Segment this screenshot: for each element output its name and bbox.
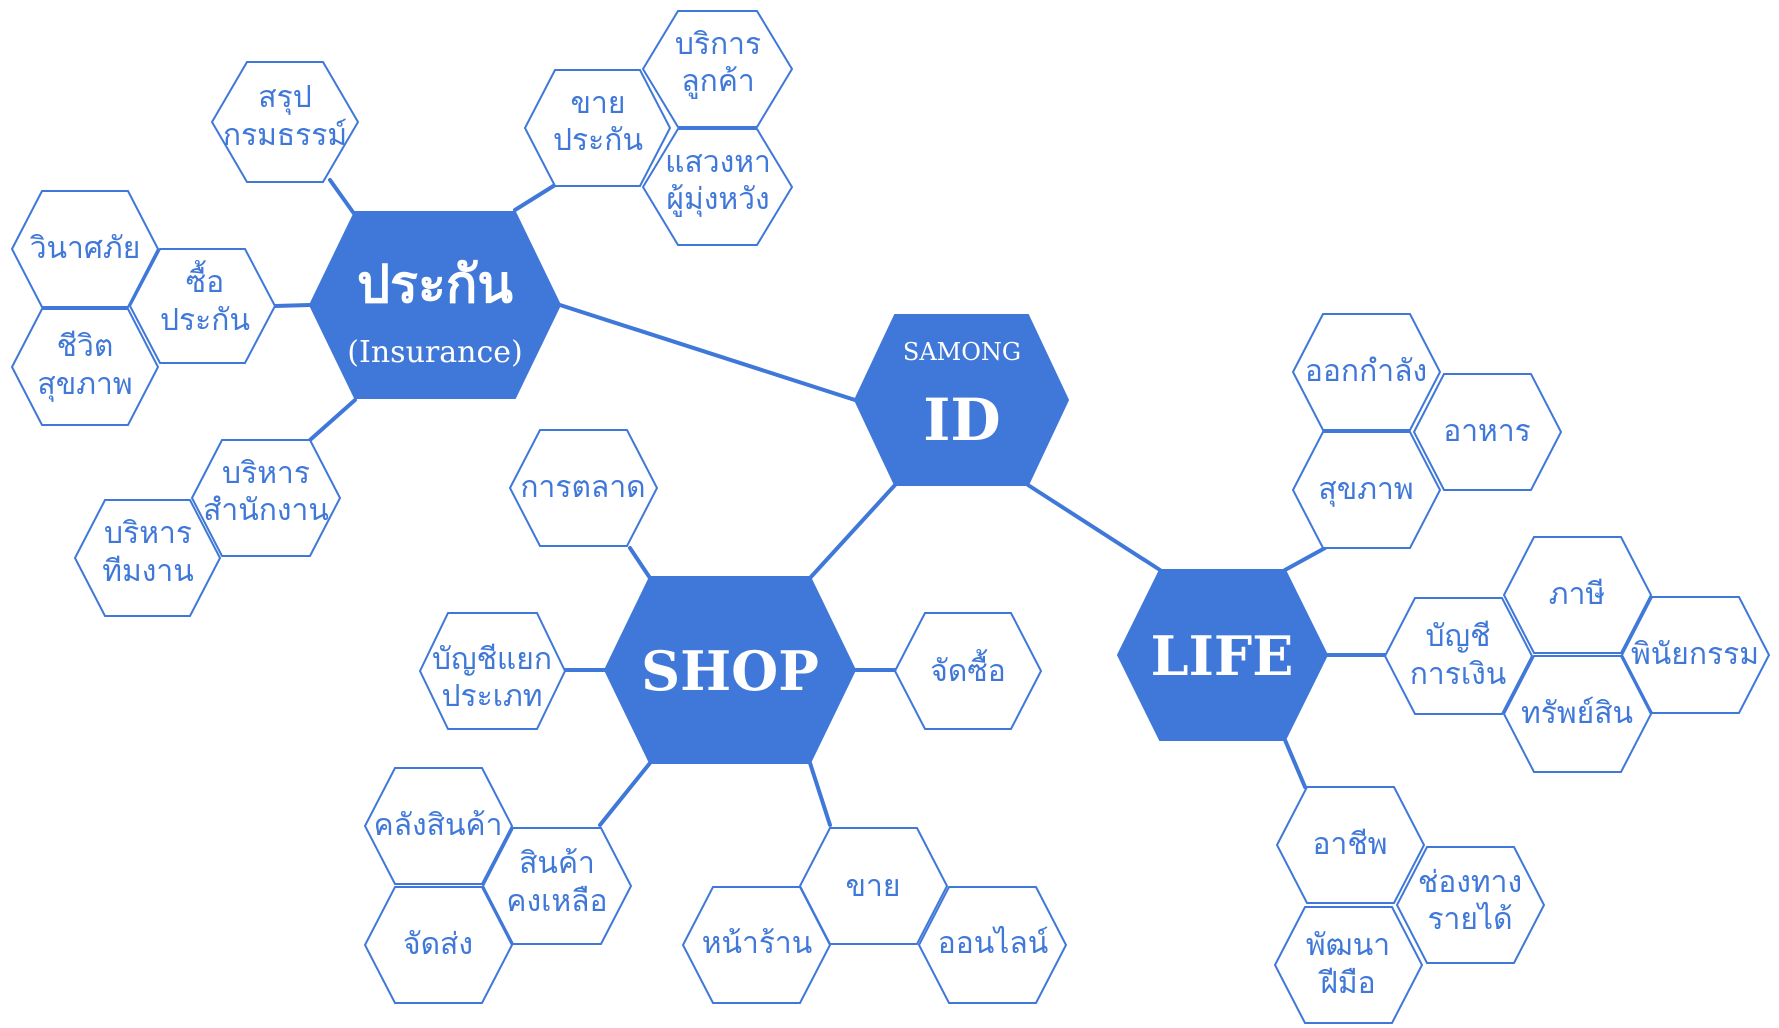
hex-shop-stock: สินค้า คงเหลือ — [481, 827, 633, 945]
hex-life-finance-line1: บัญชี — [1426, 620, 1491, 653]
connector-id-shop — [808, 483, 897, 580]
hex-insurance-team-admin: บริหาร ทีมงาน — [73, 499, 222, 617]
hex-shop-sell-label: ขาย — [846, 870, 901, 903]
hex-insurance-buy-line2: ประกัน — [160, 304, 250, 337]
hex-shop-accounts-line2: ประเภท — [441, 680, 542, 713]
connector-insurance-buy — [273, 303, 312, 308]
hex-shop-delivery: จัดส่ง — [363, 886, 514, 1004]
hex-insurance-buy: ซื้อ ประกัน — [128, 248, 277, 364]
hex-insurance-prospecting: แสวงหา ผู้มุ่งหวัง — [641, 128, 794, 246]
connector-shop-sell — [808, 761, 832, 827]
hex-life-career: อาชีพ — [1275, 786, 1426, 904]
hex-insurance-summary-line1: สรุป — [258, 81, 311, 116]
hex-life-tax-label: ภาษี — [1549, 578, 1605, 611]
hex-life-exercise: ออกกำลัง — [1291, 313, 1442, 431]
hex-shop-marketing: การตลาด — [508, 429, 659, 547]
hex-insurance-non-life: วินาศภัย — [10, 190, 160, 308]
hub-life: LIFE — [1116, 569, 1329, 741]
hex-shop-storefront: หน้าร้าน — [681, 886, 832, 1004]
hex-insurance-prospecting-line2: ผู้มุ่งหวัง — [666, 183, 769, 218]
hex-insurance-life-health-line2: สุขภาพ — [37, 368, 132, 403]
hub-life-main-label: LIFE — [1151, 624, 1294, 688]
hex-shop-stock-line1: สินค้า — [519, 847, 595, 880]
hex-shop-online-label: ออนไลน์ — [938, 925, 1049, 960]
hex-shop-warehouse-label: คลังสินค้า — [374, 809, 503, 842]
hex-life-food-label: อาหาร — [1443, 415, 1531, 448]
hub-insurance-sub-label: (Insurance) — [347, 335, 522, 370]
hex-insurance-customer-service-line1: บริการ — [675, 28, 761, 61]
hex-shop-accounts: บัญชีแยก ประเภท — [418, 612, 567, 730]
hex-insurance-summary: สรุป กรมธรรม์ — [210, 61, 360, 183]
hex-insurance-office-admin-line2: สำนักงาน — [203, 494, 329, 527]
hex-life-skills: พัฒนา ฝีมือ — [1273, 906, 1424, 1024]
hex-life-income-line2: รายได้ — [1427, 901, 1512, 936]
hex-life-assets-label: ทรัพย์สิน — [1521, 696, 1633, 730]
hub-id-top-label: SAMONG — [903, 338, 1021, 366]
hex-shop-marketing-label: การตลาด — [520, 471, 645, 504]
hex-life-career-label: อาชีพ — [1313, 828, 1388, 861]
hex-shop-stock-line2: คงเหลือ — [506, 885, 607, 918]
connector-insurance-summary — [328, 178, 357, 217]
hub-shop-main-label: SHOP — [641, 639, 819, 703]
hex-life-assets: ทรัพย์สิน — [1502, 655, 1653, 773]
hex-shop-storefront-label: หน้าร้าน — [702, 927, 813, 960]
hex-life-skills-line2: ฝีมือ — [1318, 967, 1376, 1000]
hex-life-finance: บัญชี การเงิน — [1383, 597, 1534, 715]
hub-id-main-label: ID — [923, 386, 1000, 454]
hex-insurance-team-admin-line2: ทีมงาน — [102, 555, 194, 588]
connector-id-insurance — [558, 303, 857, 402]
hex-insurance-sales-line2: ประกัน — [553, 124, 643, 157]
hex-insurance-office-admin-line1: บริหาร — [222, 457, 310, 490]
hex-life-will: พินัยกรรม — [1620, 596, 1771, 714]
hex-life-health: สุขภาพ — [1291, 431, 1442, 549]
connector-insurance-sales — [513, 183, 557, 212]
connector-life-career — [1283, 738, 1307, 789]
connector-shop-stock — [598, 761, 652, 827]
connector-life-health — [1283, 546, 1327, 572]
hex-insurance-summary-line2: กรมธรรม์ — [223, 118, 347, 152]
hex-shop-purchasing-label: จัดซื้อ — [930, 649, 1005, 688]
hex-life-will-label: พินัยกรรม — [1631, 638, 1759, 671]
hex-insurance-customer-service: บริการ ลูกค้า — [641, 10, 794, 128]
hex-life-income: ช่องทาง รายได้ — [1395, 846, 1546, 964]
hub-shop: SHOP — [603, 576, 857, 764]
hub-insurance: ประกัน (Insurance) — [308, 211, 562, 399]
hex-shop-sell: ขาย — [798, 827, 949, 945]
hex-life-exercise-label: ออกกำลัง — [1305, 355, 1427, 388]
hex-life-skills-line1: พัฒนา — [1306, 929, 1390, 962]
hex-shop-accounts-line1: บัญชีแยก — [432, 643, 552, 676]
hex-insurance-customer-service-line2: ลูกค้า — [681, 65, 754, 99]
hex-life-finance-line2: การเงิน — [1410, 658, 1507, 691]
hex-life-health-label: สุขภาพ — [1318, 473, 1413, 508]
hex-insurance-prospecting-line1: แสวงหา — [665, 146, 771, 179]
hex-insurance-life-health-line1: ชีวิต — [57, 330, 114, 363]
hex-life-tax: ภาษี — [1502, 536, 1653, 654]
hex-insurance-life-health: ชีวิต สุขภาพ — [10, 308, 160, 426]
hex-life-income-line1: ช่องทาง — [1418, 866, 1522, 899]
hex-insurance-sales-line1: ขาย — [571, 87, 626, 120]
hex-shop-online: ออนไลน์ — [917, 886, 1068, 1004]
hex-insurance-team-admin-line1: บริหาร — [104, 517, 192, 550]
hex-shop-delivery-label: จัดส่ง — [403, 928, 473, 961]
hex-shop-warehouse: คลังสินค้า — [363, 767, 514, 885]
hex-insurance-buy-line1: ซื้อ — [186, 260, 224, 299]
hex-life-food: อาหาร — [1412, 373, 1563, 491]
hub-insurance-main-label: ประกัน — [357, 254, 513, 315]
hex-insurance-sales: ขาย ประกัน — [523, 69, 672, 187]
hex-shop-purchasing: จัดซื้อ — [893, 612, 1043, 730]
hub-id: SAMONG ID — [853, 314, 1070, 486]
connector-shop-marketing — [628, 546, 652, 580]
connector-id-life — [1026, 483, 1162, 572]
hex-insurance-office-admin: บริหาร สำนักงาน — [190, 439, 342, 557]
connector-insurance-office — [308, 398, 357, 442]
hex-insurance-non-life-label: วินาศภัย — [30, 232, 141, 265]
connectors — [273, 178, 1387, 827]
